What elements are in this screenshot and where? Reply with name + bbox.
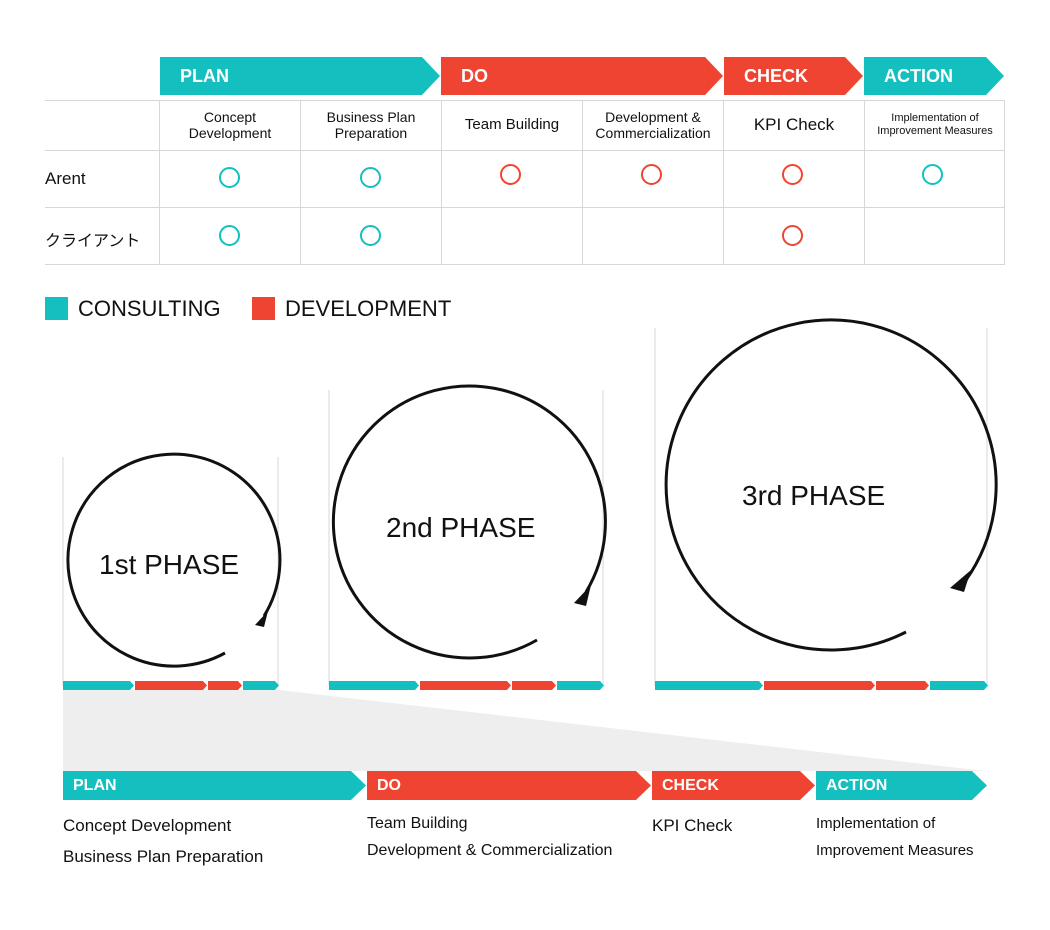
column-header-kpi-check: KPI Check [753, 115, 835, 134]
phase2-label: 2nd PHASE [386, 512, 536, 543]
mark-development [782, 164, 803, 185]
mark-consulting [219, 225, 240, 246]
bottom-plan-item: Concept Development [63, 816, 232, 835]
phase1-label: 1st PHASE [99, 549, 240, 580]
mark-development [641, 164, 662, 185]
phase1-cycle-arrow [66, 452, 282, 668]
bottom-check-item: KPI Check [652, 816, 733, 835]
legend-development-swatch [252, 297, 275, 320]
phase2-bar [329, 681, 604, 690]
mark-consulting [360, 167, 381, 188]
bottom-plan-item: Business Plan Preparation [63, 847, 264, 866]
phase1-bar [63, 681, 279, 690]
top-header-plan: PLAN [160, 57, 440, 95]
bottom-do-item: Team Building [367, 815, 468, 832]
legend-development-label: DEVELOPMENT [285, 296, 452, 321]
bottom-do-item: Development & Commercialization [367, 842, 613, 859]
zoom-wedge [63, 690, 985, 771]
legend-consulting-swatch [45, 297, 68, 320]
mark-development [500, 164, 521, 185]
top-header-action: ACTION [864, 57, 1004, 95]
phase3-cycle-arrow [664, 318, 998, 652]
top-header-do: DO [441, 57, 723, 95]
row-label-arent: Arent [45, 169, 86, 188]
mark-consulting [922, 164, 943, 185]
top-header-check: CHECK [724, 57, 863, 95]
bottom-action-item: Implementation of [816, 815, 936, 832]
legend-consulting-label: CONSULTING [78, 296, 221, 321]
column-header-development-commercialization: Development &Commercialization [595, 109, 711, 141]
phase3-bar [655, 681, 988, 690]
mark-development [782, 225, 803, 246]
bottom-header-plan: PLAN [63, 771, 366, 800]
bottom-action-item: Improvement Measures [816, 842, 974, 859]
column-header-team-building: Team Building [464, 116, 560, 133]
bottom-header-do: DO [367, 771, 651, 800]
bottom-header-check: CHECK [652, 771, 815, 800]
bottom-header-action: ACTION [816, 771, 987, 800]
phase2-cycle-arrow [331, 384, 607, 660]
mark-consulting [360, 225, 381, 246]
mark-consulting [219, 167, 240, 188]
row-label-client: クライアント [45, 233, 141, 250]
phase3-label: 3rd PHASE [742, 480, 886, 511]
